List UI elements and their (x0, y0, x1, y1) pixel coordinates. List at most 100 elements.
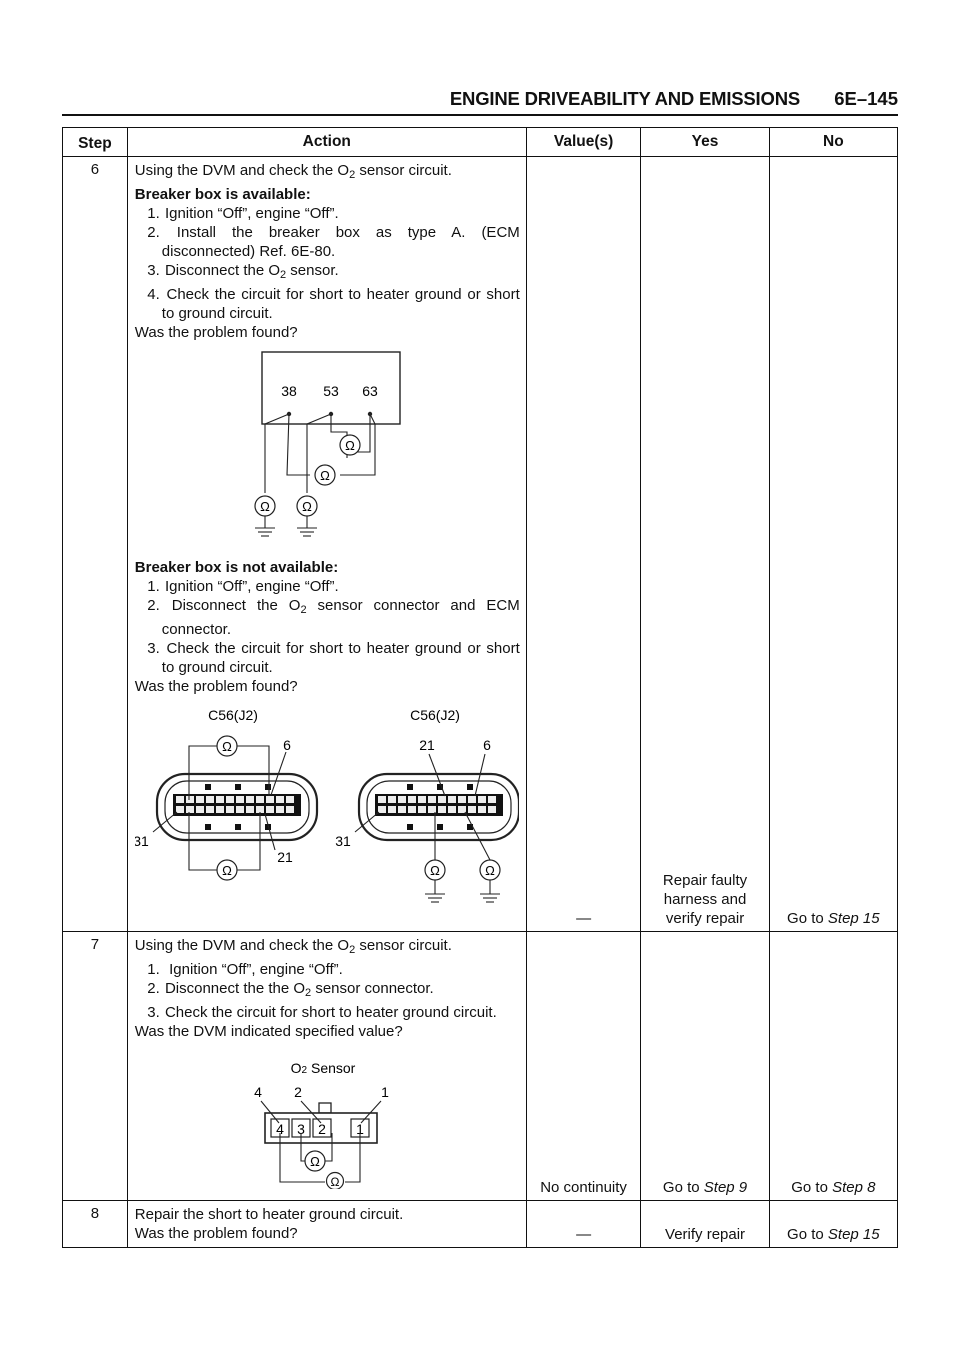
yes-text: Go to Step 9 (662, 1179, 748, 1196)
svg-text:Ω: Ω (222, 863, 232, 878)
value-cell: No continuity (525, 931, 642, 1201)
value-text: — (576, 910, 592, 927)
diagram-title: O2 Sensor (290, 1060, 355, 1076)
list-item: 1. Ignition “Off”, engine “Off”. (147, 578, 339, 595)
ohm-meter-icon: Ω (479, 859, 501, 881)
list-item: 2. Disconnect the O2 sensor connector an… (147, 597, 520, 638)
breaker-box-diagram: 38 53 63 (254, 351, 401, 537)
yes-text: Verify repair (665, 1226, 746, 1243)
ohm-meter-icon: Ω (254, 495, 276, 517)
step-number: 6 (62, 156, 128, 932)
pin-label: 53 (323, 383, 339, 399)
connector-label: C56(J2) (410, 707, 460, 723)
section-heading: Breaker box is not available: (134, 559, 339, 576)
ohm-meter-icon: Ω (325, 1171, 344, 1189)
ecm-connector-diagram: C56(J2) C56(J2) (135, 707, 519, 903)
no-cell: Go to Step 8 (768, 931, 899, 1201)
no-text: Go to Step 15 (787, 910, 880, 927)
ground-icon (479, 880, 500, 903)
step-intro: Using the DVM and check the O2 sensor ci… (134, 937, 452, 956)
value-cell: — (525, 156, 642, 932)
col-values-header: Value(s) (525, 127, 642, 157)
col-step-header: Step (62, 127, 128, 157)
svg-text:Ω: Ω (345, 438, 355, 453)
table-row: 7 Using the DVM and check the O2 sensor … (62, 931, 899, 1201)
col-no-header: No (768, 127, 899, 157)
page-header: ENGINE DRIVEABILITY AND EMISSIONS 6E–145 (62, 86, 898, 116)
ohm-meter-icon: Ω (314, 464, 336, 486)
pin-label: 63 (362, 383, 378, 399)
pin-label: 31 (135, 833, 149, 849)
svg-text:3: 3 (297, 1121, 305, 1137)
no-text: Go to Step 8 (791, 1179, 876, 1196)
step-intro: Using the DVM and check the O2 sensor ci… (134, 162, 452, 181)
instruction-list: 1. Ignition “Off”, engine “Off”. 2. Disc… (135, 960, 520, 1022)
value-text: No continuity (540, 1179, 627, 1196)
o2-sensor-connector-diagram: O2 Sensor 4 2 1 4 3 2 1 (254, 1060, 389, 1189)
connector-right (357, 772, 519, 842)
ohm-meter-icon: Ω (296, 495, 318, 517)
instruction-list: 1. Ignition “Off”, engine “Off”. 2. Disc… (135, 577, 520, 677)
no-cell: Go to Step 15 (768, 1200, 899, 1248)
action-cell: Repair the short to heater ground circui… (126, 1200, 527, 1248)
step-number: 8 (62, 1200, 128, 1248)
value-cell: — (525, 1200, 642, 1248)
diagnostic-table: Step Action Value(s) Yes No 6 Using the … (62, 127, 899, 1248)
section-heading: Breaker box is available: (134, 186, 311, 203)
svg-text:4: 4 (276, 1121, 284, 1137)
connector-label: C56(J2) (208, 707, 258, 723)
svg-text:Ω: Ω (430, 863, 440, 878)
step-reference: Step 15 (827, 910, 880, 927)
pin-label: 2 (294, 1084, 302, 1100)
list-item: 1. Ignition “Off”, engine “Off”. (147, 205, 339, 222)
svg-text:2: 2 (318, 1121, 326, 1137)
pin-label: 21 (277, 849, 293, 865)
pin-label: 6 (283, 737, 291, 753)
list-item: 3. Check the circuit for short to heater… (147, 640, 520, 676)
svg-text:Ω: Ω (302, 499, 312, 514)
o2-sensor-connector: 4 3 2 1 (263, 1102, 378, 1144)
table-row: 8 Repair the short to heater ground circ… (62, 1200, 899, 1248)
connector-left (155, 772, 318, 842)
list-item: 1. Ignition “Off”, engine “Off”. (147, 961, 343, 978)
question: Was the problem found? (134, 1225, 298, 1242)
svg-text:Ω: Ω (485, 863, 495, 878)
pin-label: 6 (483, 737, 491, 753)
svg-text:Ω: Ω (320, 468, 330, 483)
question: Was the problem found? (134, 678, 298, 695)
action-cell: Using the DVM and check the O2 sensor ci… (126, 156, 527, 932)
yes-text: Repair faulty harness and verify repair (662, 872, 748, 927)
ground-icon (296, 516, 317, 537)
pin-label: 31 (335, 833, 351, 849)
ohm-meter-icon: Ω (304, 1150, 326, 1172)
action-text: Repair the short to heater ground circui… (134, 1206, 404, 1223)
list-item: 2. Install the breaker box as type A. (E… (147, 224, 520, 260)
ohm-meter-icon: Ω (339, 434, 361, 456)
yes-cell: Go to Step 9 (640, 931, 770, 1201)
page-number: 6E–145 (834, 88, 898, 109)
question: Was the DVM indicated specified value? (134, 1023, 403, 1040)
col-action-header: Action (126, 127, 527, 157)
table-row: 6 Using the DVM and check the O2 sensor … (62, 156, 899, 932)
action-cell: Using the DVM and check the O2 sensor ci… (126, 931, 527, 1201)
pin-label: 38 (281, 383, 297, 399)
ground-icon (424, 880, 445, 903)
yes-cell: Repair faulty harness and verify repair (640, 156, 770, 932)
list-item: 2. Disconnect the the O2 sensor connecto… (147, 980, 434, 999)
question: Was the problem found? (134, 324, 298, 341)
list-item: 3. Check the circuit for short to heater… (147, 1004, 497, 1021)
step-reference: Step 9 (703, 1179, 748, 1196)
table-header-row: Step Action Value(s) Yes No (62, 127, 899, 157)
pin-label: 21 (419, 737, 435, 753)
step-number: 7 (62, 931, 128, 1201)
list-item: 4. Check the circuit for short to heater… (147, 286, 520, 322)
pin-label: 4 (254, 1084, 262, 1100)
ohm-meter-icon: Ω (216, 735, 238, 757)
step-reference: Step 15 (827, 1226, 880, 1243)
ground-icon (254, 516, 275, 537)
list-item: 3. Disconnect the O2 sensor. (147, 262, 339, 281)
svg-text:Ω: Ω (330, 1175, 339, 1189)
svg-text:Ω: Ω (260, 499, 270, 514)
instruction-list: 1. Ignition “Off”, engine “Off”. 2. Inst… (135, 204, 520, 323)
svg-text:Ω: Ω (310, 1154, 320, 1169)
